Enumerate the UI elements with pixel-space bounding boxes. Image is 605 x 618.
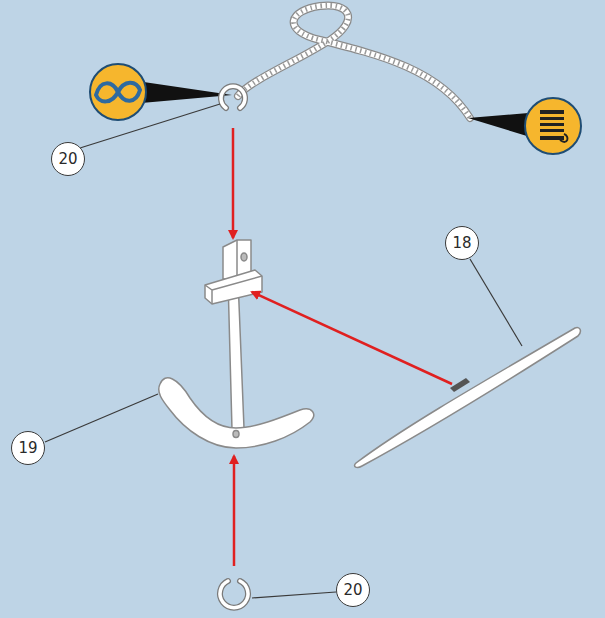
callout-circle: 20	[51, 142, 85, 176]
callout-number: 19	[18, 439, 37, 457]
assembly-arrow	[233, 128, 452, 566]
ring	[220, 581, 248, 608]
callout-number: 18	[452, 234, 471, 252]
spool-icon	[525, 98, 581, 154]
rope	[238, 5, 470, 118]
callout-circle: 19	[11, 431, 45, 465]
callout-circle: 18	[445, 226, 479, 260]
knot-icon	[90, 64, 146, 120]
callout-number: 20	[58, 150, 77, 168]
anchor-body	[159, 240, 314, 448]
callout-number: 20	[343, 581, 362, 599]
ring	[221, 86, 245, 108]
leader-line	[45, 104, 522, 598]
anchor-stock	[355, 328, 581, 468]
callout-circle: 20	[336, 573, 370, 607]
